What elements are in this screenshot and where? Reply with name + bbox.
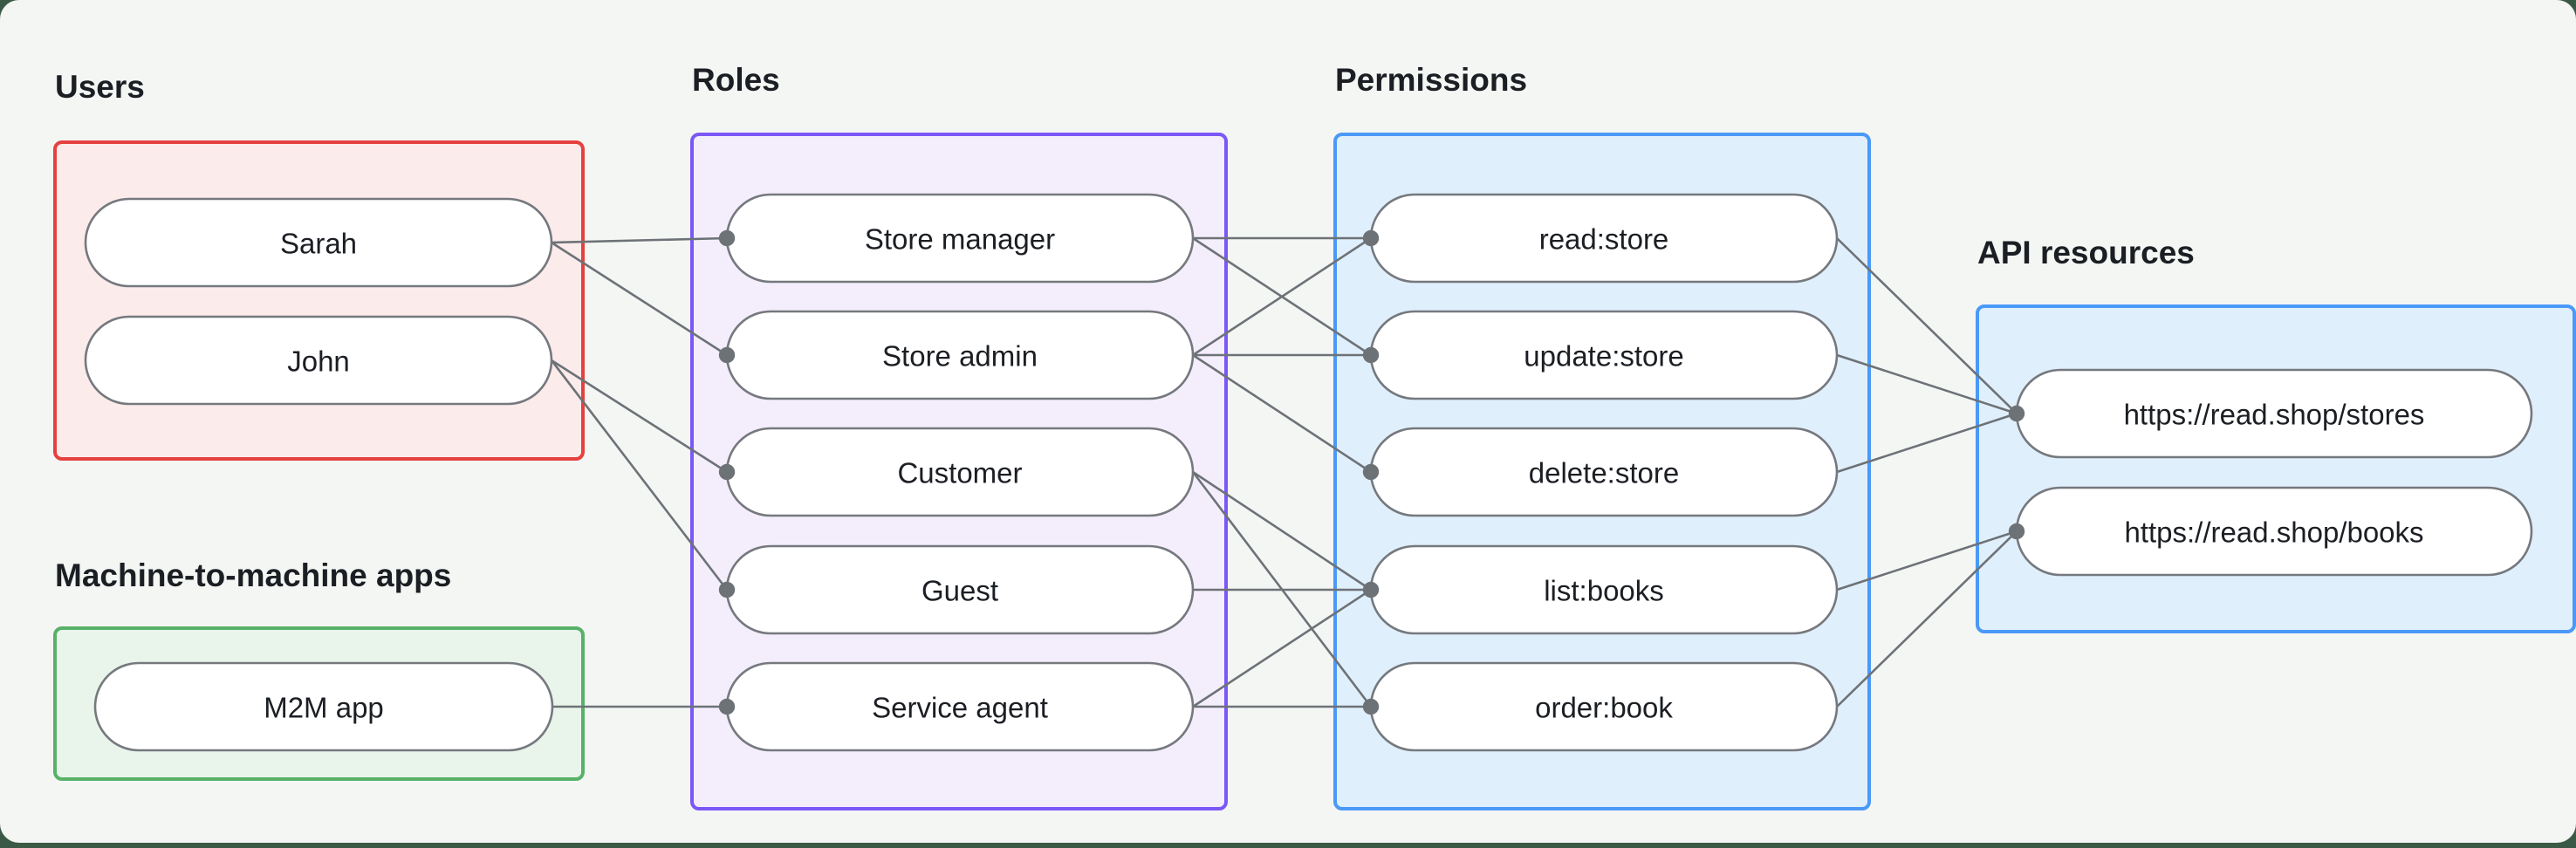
group-label-roles: Roles	[692, 62, 780, 98]
node-label-list-books: list:books	[1544, 575, 1664, 607]
node-label-customer: Customer	[897, 457, 1022, 489]
node-sarah	[84, 197, 553, 288]
group-label-users: Users	[55, 69, 145, 105]
edge-john-customer	[551, 359, 728, 474]
node-label-service-agent: Service agent	[872, 692, 1048, 724]
edge-store-admin-delete-store	[1192, 353, 1372, 474]
edge-sarah-store-admin	[551, 241, 728, 357]
node-label-read-store: read:store	[1539, 223, 1669, 256]
node-label-m2m-app: M2M app	[264, 692, 384, 724]
dot-read-store	[1362, 229, 1380, 247]
dot-guest	[718, 581, 736, 598]
node-label-update-store: update:store	[1524, 340, 1683, 373]
edge-store-admin-read-store	[1192, 236, 1372, 357]
edge-read-store-stores-api	[1836, 237, 2018, 414]
node-label-store-manager: Store manager	[865, 223, 1055, 256]
dot-store-manager	[718, 229, 736, 247]
dot-store-admin	[718, 346, 736, 364]
group-label-api: API resources	[1977, 235, 2195, 270]
node-label-guest: Guest	[921, 575, 998, 607]
dot-service-agent	[718, 698, 736, 715]
group-box-api	[1976, 304, 2576, 633]
node-label-store-admin: Store admin	[882, 340, 1038, 373]
node-label-john: John	[287, 345, 350, 378]
node-john	[84, 315, 553, 406]
edge-customer-list-books	[1192, 470, 1372, 592]
dot-customer	[718, 463, 736, 481]
edge-john-guest	[550, 359, 729, 591]
dot-books-api	[2008, 523, 2025, 540]
dot-order-book	[1362, 698, 1380, 715]
node-label-sarah: Sarah	[280, 228, 357, 260]
group-label-m2m: Machine-to-machine apps	[55, 557, 451, 593]
edge-list-books-books-api	[1836, 530, 2018, 592]
node-m2m-app	[93, 661, 554, 752]
edge-delete-store-stores-api	[1836, 412, 2018, 474]
dot-update-store	[1362, 346, 1380, 364]
group-box-users	[53, 140, 585, 461]
dot-delete-store	[1362, 463, 1380, 481]
node-label-order-book: order:book	[1535, 692, 1673, 724]
node-label-stores-api: https://read.shop/stores	[2124, 399, 2425, 431]
dot-stores-api	[2008, 405, 2025, 422]
edge-update-store-stores-api	[1836, 353, 2018, 415]
group-label-permissions: Permissions	[1335, 62, 1527, 98]
edge-order-book-books-api	[1836, 530, 2018, 708]
edge-sarah-store-manager	[551, 236, 728, 244]
node-label-books-api: https://read.shop/books	[2124, 516, 2423, 549]
node-label-delete-store: delete:store	[1529, 457, 1679, 489]
edge-service-agent-list-books	[1192, 588, 1372, 708]
dot-list-books	[1362, 581, 1380, 598]
